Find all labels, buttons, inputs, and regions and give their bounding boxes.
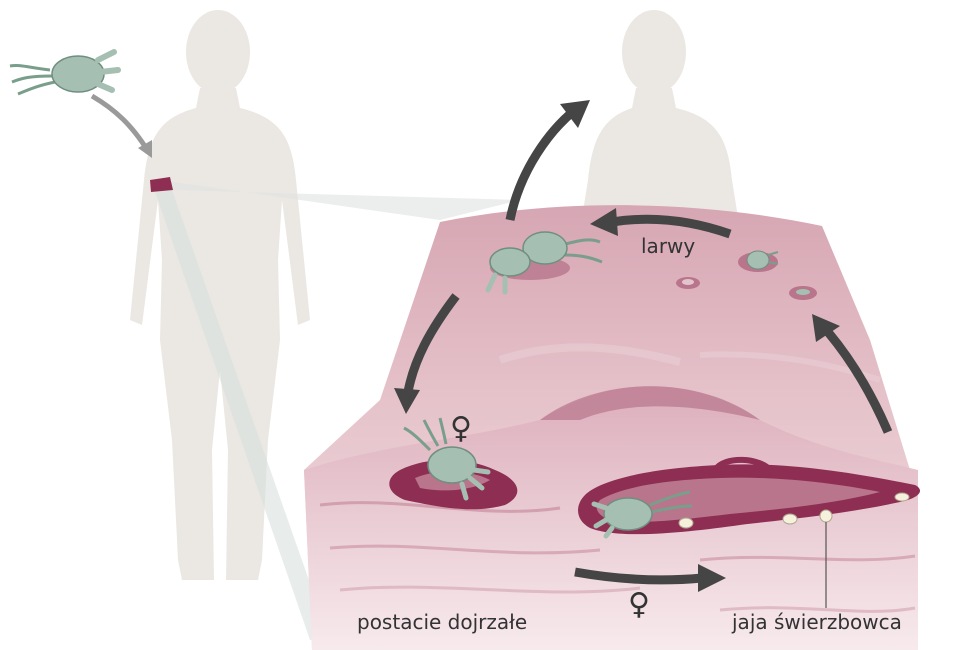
larvae-label: larwy [641,234,695,258]
eggs-label: jaja świerzbowca [732,610,902,634]
human-silhouette-right [580,10,740,230]
human-silhouette-left [130,10,310,580]
mite-icon-left [10,52,118,94]
mature-forms-label: postacie dojrzałe [357,610,527,634]
female-icon-top: ♀ [450,414,472,444]
female-icon-bottom: ♀ [628,590,650,620]
